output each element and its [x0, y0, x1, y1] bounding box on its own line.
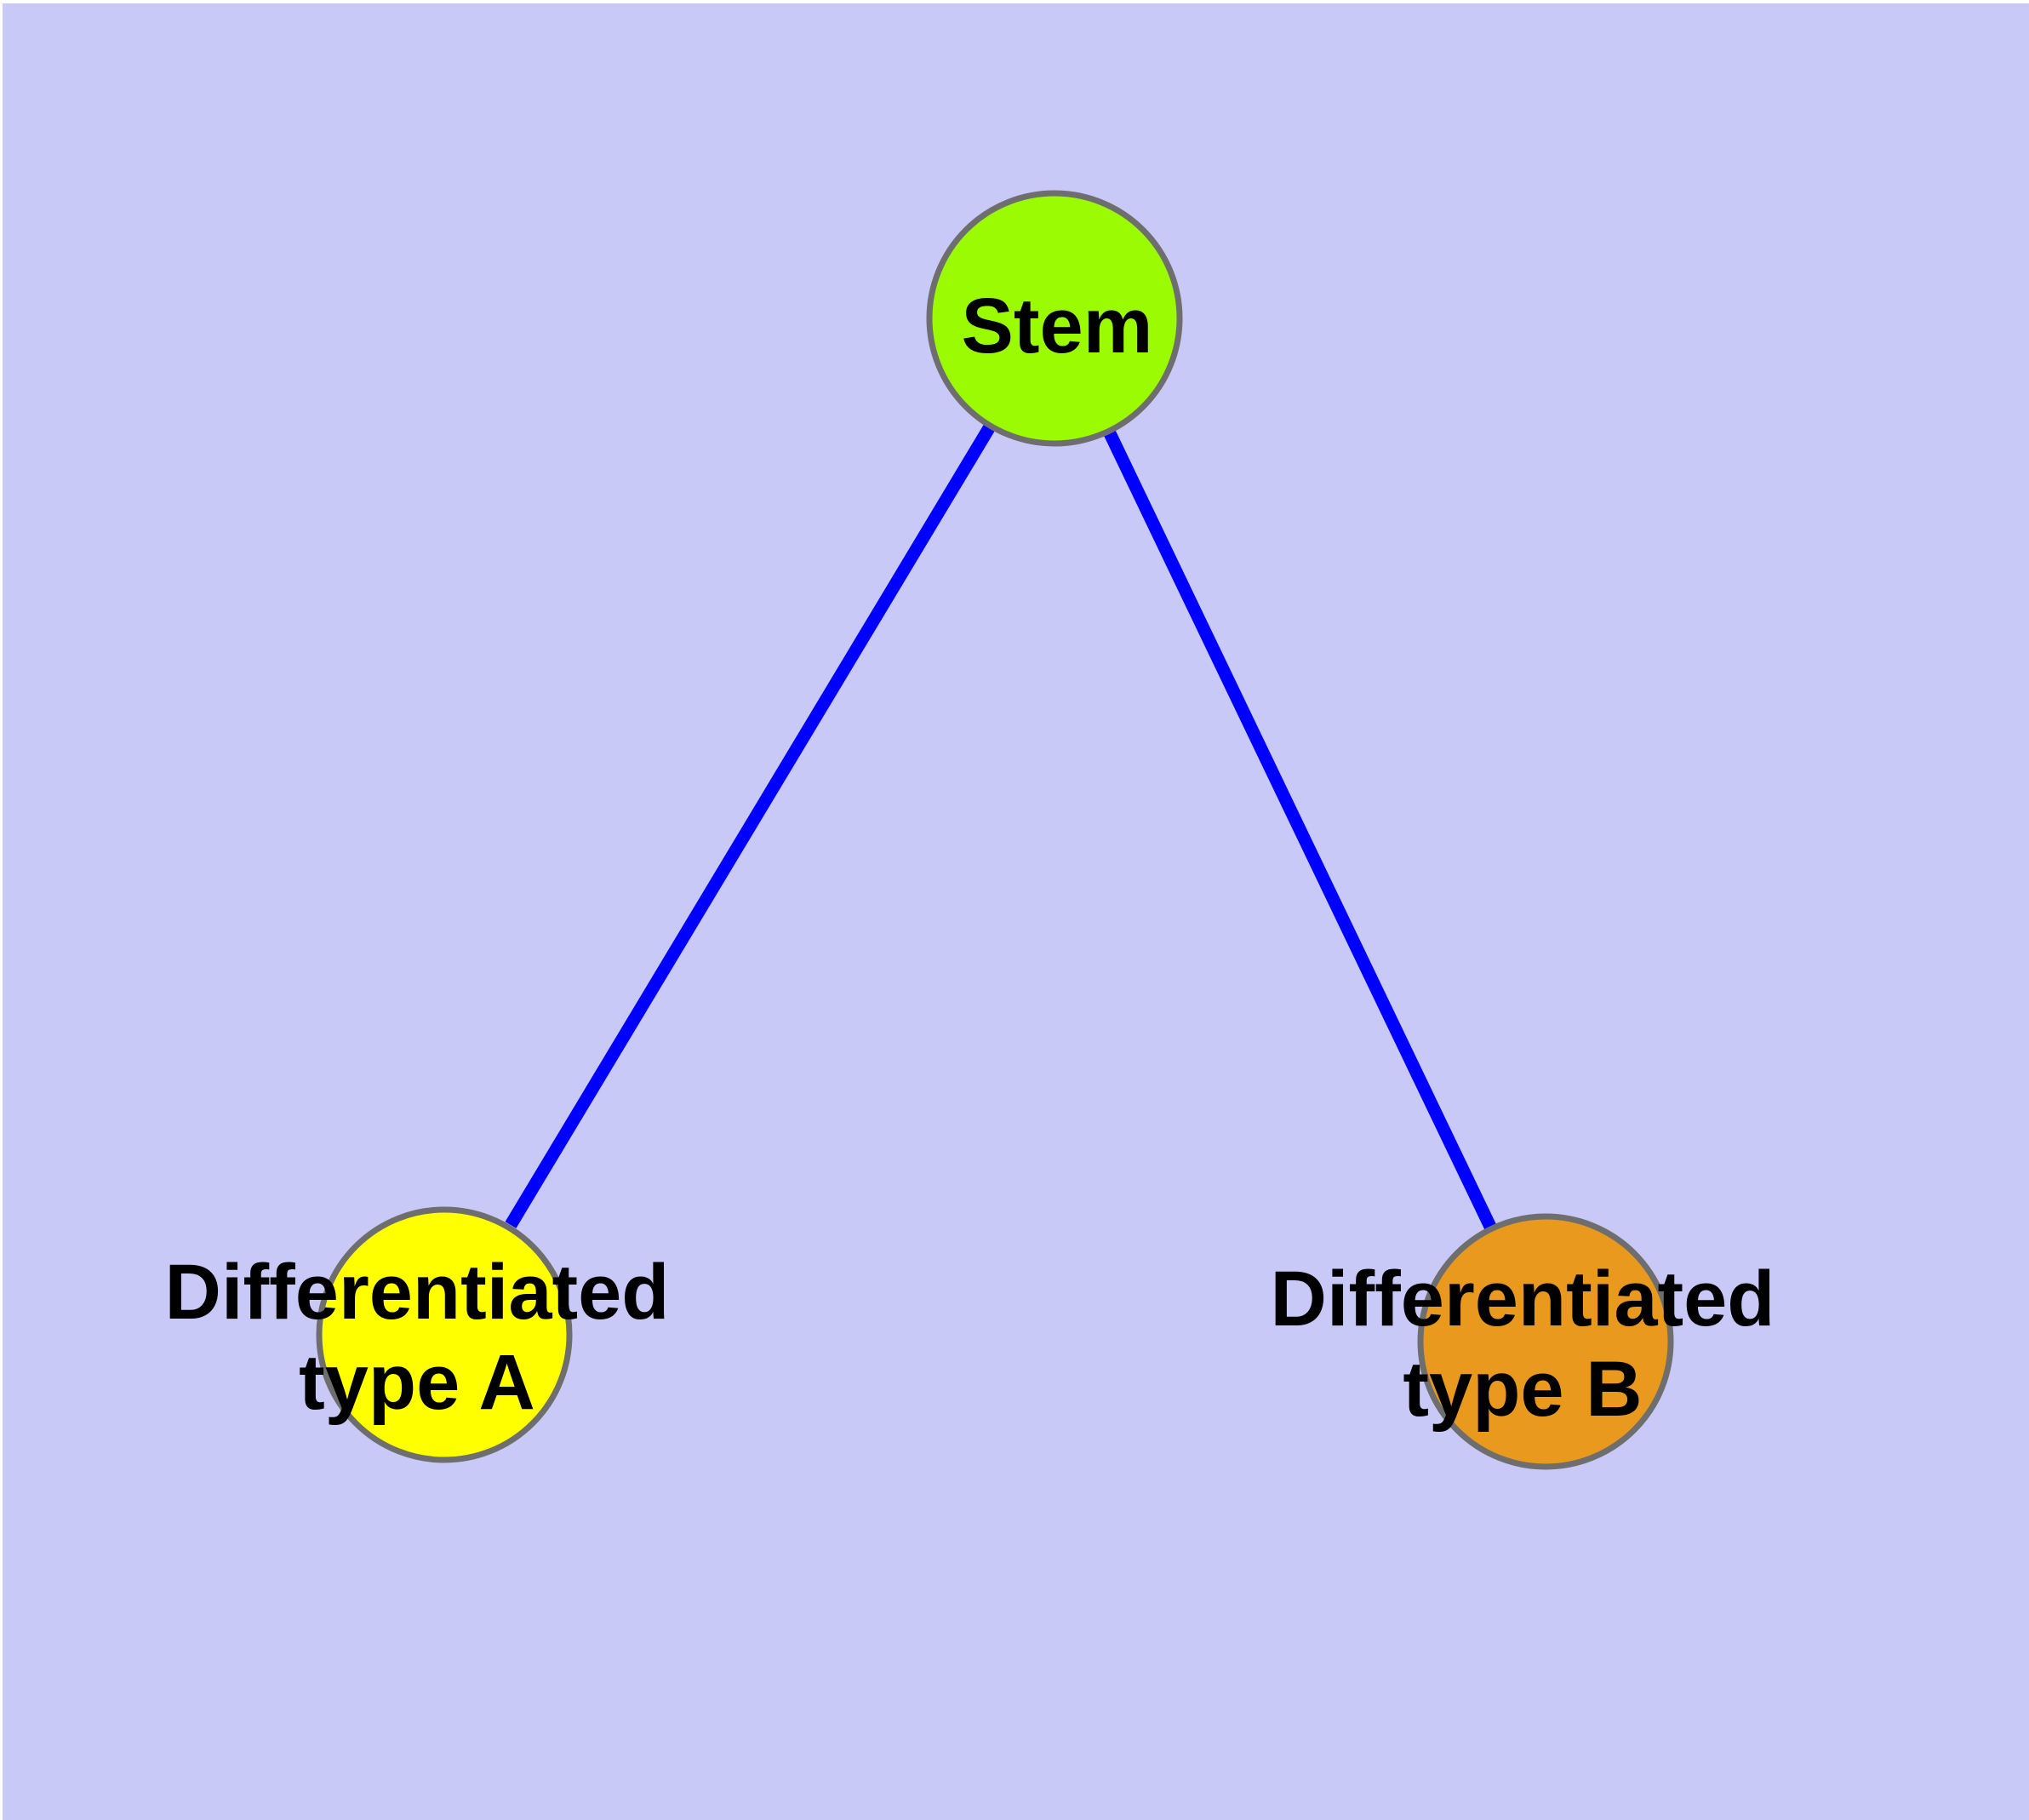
graph-plot-area: Stem Differentiated type A Differentiate… — [3, 3, 2029, 1820]
edge-stem-to-type-a — [505, 425, 995, 1228]
node-type-b-label-line1: Differentiated — [1271, 1256, 1775, 1342]
node-stem-label: Stem — [962, 283, 1153, 369]
node-stem-circle — [926, 190, 1183, 447]
node-type-a-circle — [316, 1206, 573, 1463]
node-type-b-circle — [1417, 1213, 1674, 1470]
node-type-a-label-line1: Differentiated — [165, 1249, 670, 1336]
node-type-a-label-line2: type A — [299, 1339, 535, 1426]
edge-stem-to-type-b — [1104, 430, 1496, 1230]
node-type-b-label-line2: type B — [1403, 1346, 1642, 1433]
graph-diagram: Stem Differentiated type A Differentiate… — [3, 3, 2029, 1820]
